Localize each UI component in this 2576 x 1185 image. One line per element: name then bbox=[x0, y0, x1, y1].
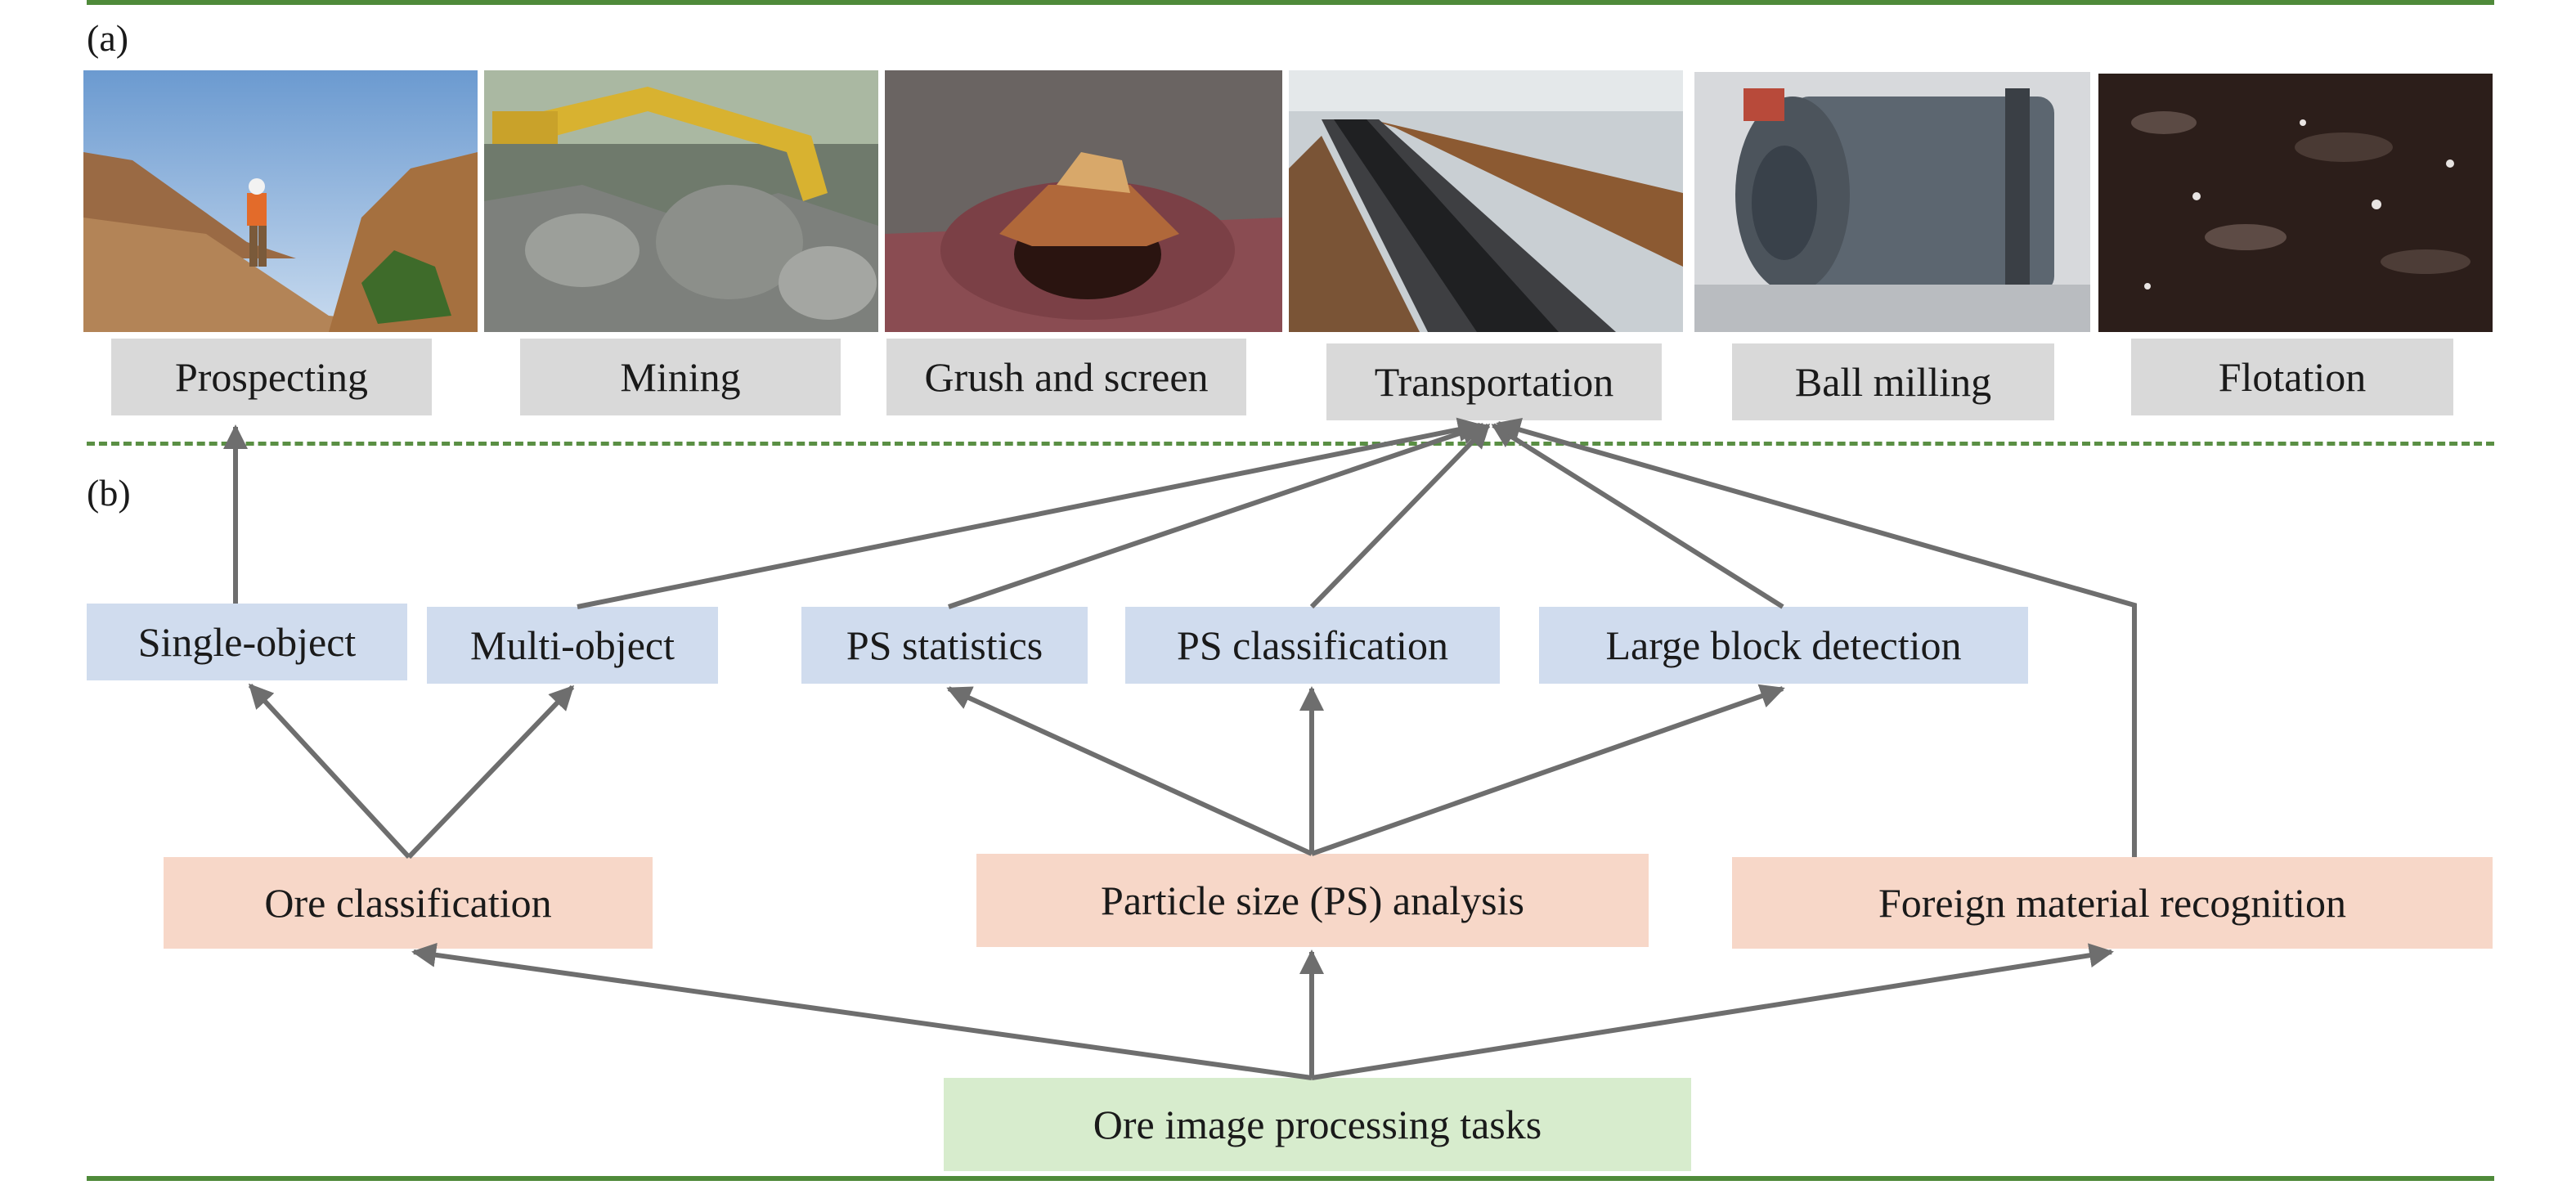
stage-flotation: Flotation bbox=[2131, 339, 2453, 415]
arrow-multi-object-to-transportation bbox=[577, 417, 1483, 609]
arrow-ore-to-multi-object bbox=[406, 685, 575, 860]
ball-milling-photo bbox=[1694, 72, 2090, 332]
transportation-photo bbox=[1289, 70, 1683, 332]
task-foreign-material-recognition: Foreign material recognition bbox=[1732, 857, 2493, 949]
panel-divider bbox=[87, 442, 2494, 446]
root-ore-image-processing-tasks: Ore image processing tasks bbox=[944, 1078, 1691, 1171]
prospecting-photo bbox=[83, 70, 478, 332]
subtask-ps-statistics: PS statistics bbox=[801, 607, 1088, 684]
task-ore-classification: Ore classification bbox=[164, 857, 653, 949]
arrow-large-block-to-transportation bbox=[1491, 423, 1784, 609]
subtask-ps-classification: PS classification bbox=[1125, 607, 1500, 684]
task-particle-size-analysis: Particle size (PS) analysis bbox=[976, 854, 1649, 947]
arrow-ps-to-statistics bbox=[946, 686, 1313, 856]
arrow-ps-statistics-to-transportation bbox=[948, 420, 1486, 609]
panel-label-a: (a) bbox=[87, 17, 129, 59]
crush-photo bbox=[885, 70, 1282, 332]
subtask-multi-object: Multi-object bbox=[427, 607, 718, 684]
top-rule bbox=[87, 0, 2494, 5]
stage-mining: Mining bbox=[520, 339, 841, 415]
arrow-ps-to-large-block bbox=[1311, 684, 1785, 856]
bottom-rule bbox=[87, 1176, 2494, 1181]
arrow-ore-to-single-object bbox=[248, 683, 411, 860]
subtask-single-object: Single-object bbox=[87, 604, 407, 680]
arrow-root-to-foreign-material bbox=[1311, 943, 2114, 1080]
panel-label-b: (b) bbox=[87, 472, 131, 514]
stage-transportation: Transportation bbox=[1326, 343, 1662, 420]
flotation-photo bbox=[2098, 74, 2493, 332]
stage-crush-and-screen: Grush and screen bbox=[886, 339, 1246, 415]
arrow-ps-classification-to-transportation bbox=[1309, 423, 1491, 609]
arrow-root-to-ore-classification bbox=[411, 942, 1313, 1080]
stage-ball-milling: Ball milling bbox=[1732, 343, 2054, 420]
mining-photo bbox=[484, 70, 878, 332]
subtask-large-block-detection: Large block detection bbox=[1539, 607, 2028, 684]
stage-prospecting: Prospecting bbox=[111, 339, 432, 415]
